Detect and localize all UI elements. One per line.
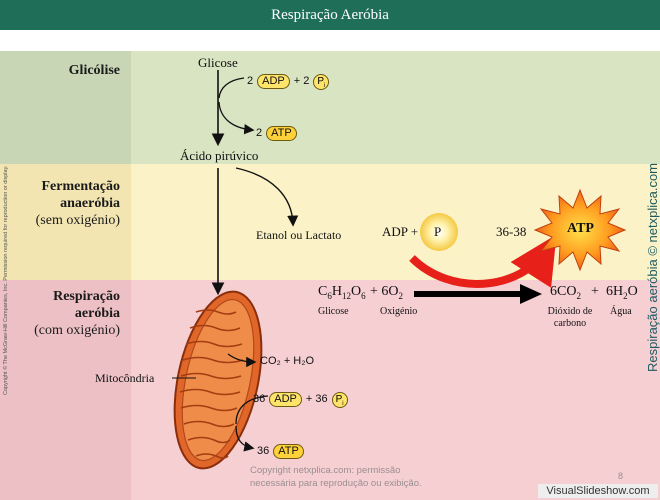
top-spacer [131, 30, 660, 51]
glucose-name: Glicose [318, 306, 349, 317]
co2-h2o-arrow [227, 353, 257, 368]
atp-star-icon [533, 188, 627, 272]
atp-molecule: ATP [273, 444, 304, 459]
mito-input-curve [235, 395, 269, 425]
atp-yield-count: 36-38 [496, 224, 527, 239]
adp-molecule: ADP [269, 392, 302, 407]
page-title: Respiração Aeróbia [271, 6, 389, 23]
water-name: Água [610, 306, 632, 317]
fermentation-label-band [0, 164, 131, 280]
pyruvic-acid-label: Ácido pirúvico [180, 148, 259, 163]
co2-name: Dióxido de carbono [547, 306, 593, 329]
glucose-formula: C6H12O6 [318, 284, 366, 301]
mito-output-curve [235, 425, 255, 452]
glycolysis-output-curve [218, 101, 255, 135]
co2-h2o-label: CO₂ + H₂O [260, 355, 315, 367]
footer-copyright: Copyright netxplica.com: permissão neces… [250, 465, 422, 489]
glycolysis-input-curve [218, 77, 245, 99]
glycolysis-input: 2 ADP + 2 Pi [247, 71, 330, 90]
co2-formula: 6CO2 [550, 284, 581, 301]
copyright-vertical: Copyright © The McGraw-Hill Companies, I… [3, 165, 9, 395]
phosphate-molecule: Pi [313, 74, 330, 90]
equation-plus: + [591, 284, 599, 299]
glycolysis-output: 2 ATP [256, 123, 297, 141]
stage-fermentation: Fermentação anaeróbia (sem oxigénio) [35, 179, 120, 228]
p-label: P [434, 224, 442, 239]
energy-arrow [409, 234, 557, 288]
fermentation-product: Etanol ou Lactato [256, 228, 342, 242]
glycolysis-label-band [0, 51, 131, 164]
mito-input: 36 ADP + 36 Pi [253, 389, 348, 408]
atp-molecule: ATP [266, 126, 297, 141]
fermentation-arrow [235, 167, 299, 227]
top-spacer-left [0, 30, 131, 51]
respiration-label-band [0, 280, 131, 500]
stage-glycolysis: Glicólise [68, 63, 120, 78]
glucose-label: Glicose [198, 55, 238, 70]
page-number: 8 [618, 471, 624, 481]
reaction-arrowhead [520, 284, 542, 304]
site-credit-vertical: Respiração aeróbia © netxplica.com [645, 162, 660, 372]
mitochondrion-label: Mitocôndria [95, 371, 155, 385]
phosphate-glow [420, 213, 458, 251]
watermark: VisualSlideshow.com [538, 484, 658, 498]
phosphate-molecule: Pi [331, 392, 348, 408]
mito-output: 36 ATP [257, 441, 304, 459]
atp-star-label: ATP [567, 221, 594, 236]
adp-plus-label: ADP + [382, 224, 419, 239]
oxygen-name: Oxigénio [380, 306, 418, 317]
water-formula: 6H2O [606, 284, 638, 301]
oxygen-formula: + 6O2 [370, 284, 404, 301]
adp-molecule: ADP [257, 74, 290, 89]
title-bar: Respiração Aeróbia [0, 0, 660, 30]
stage-respiration: Respiração aeróbia (com oxigénio) [34, 289, 120, 338]
